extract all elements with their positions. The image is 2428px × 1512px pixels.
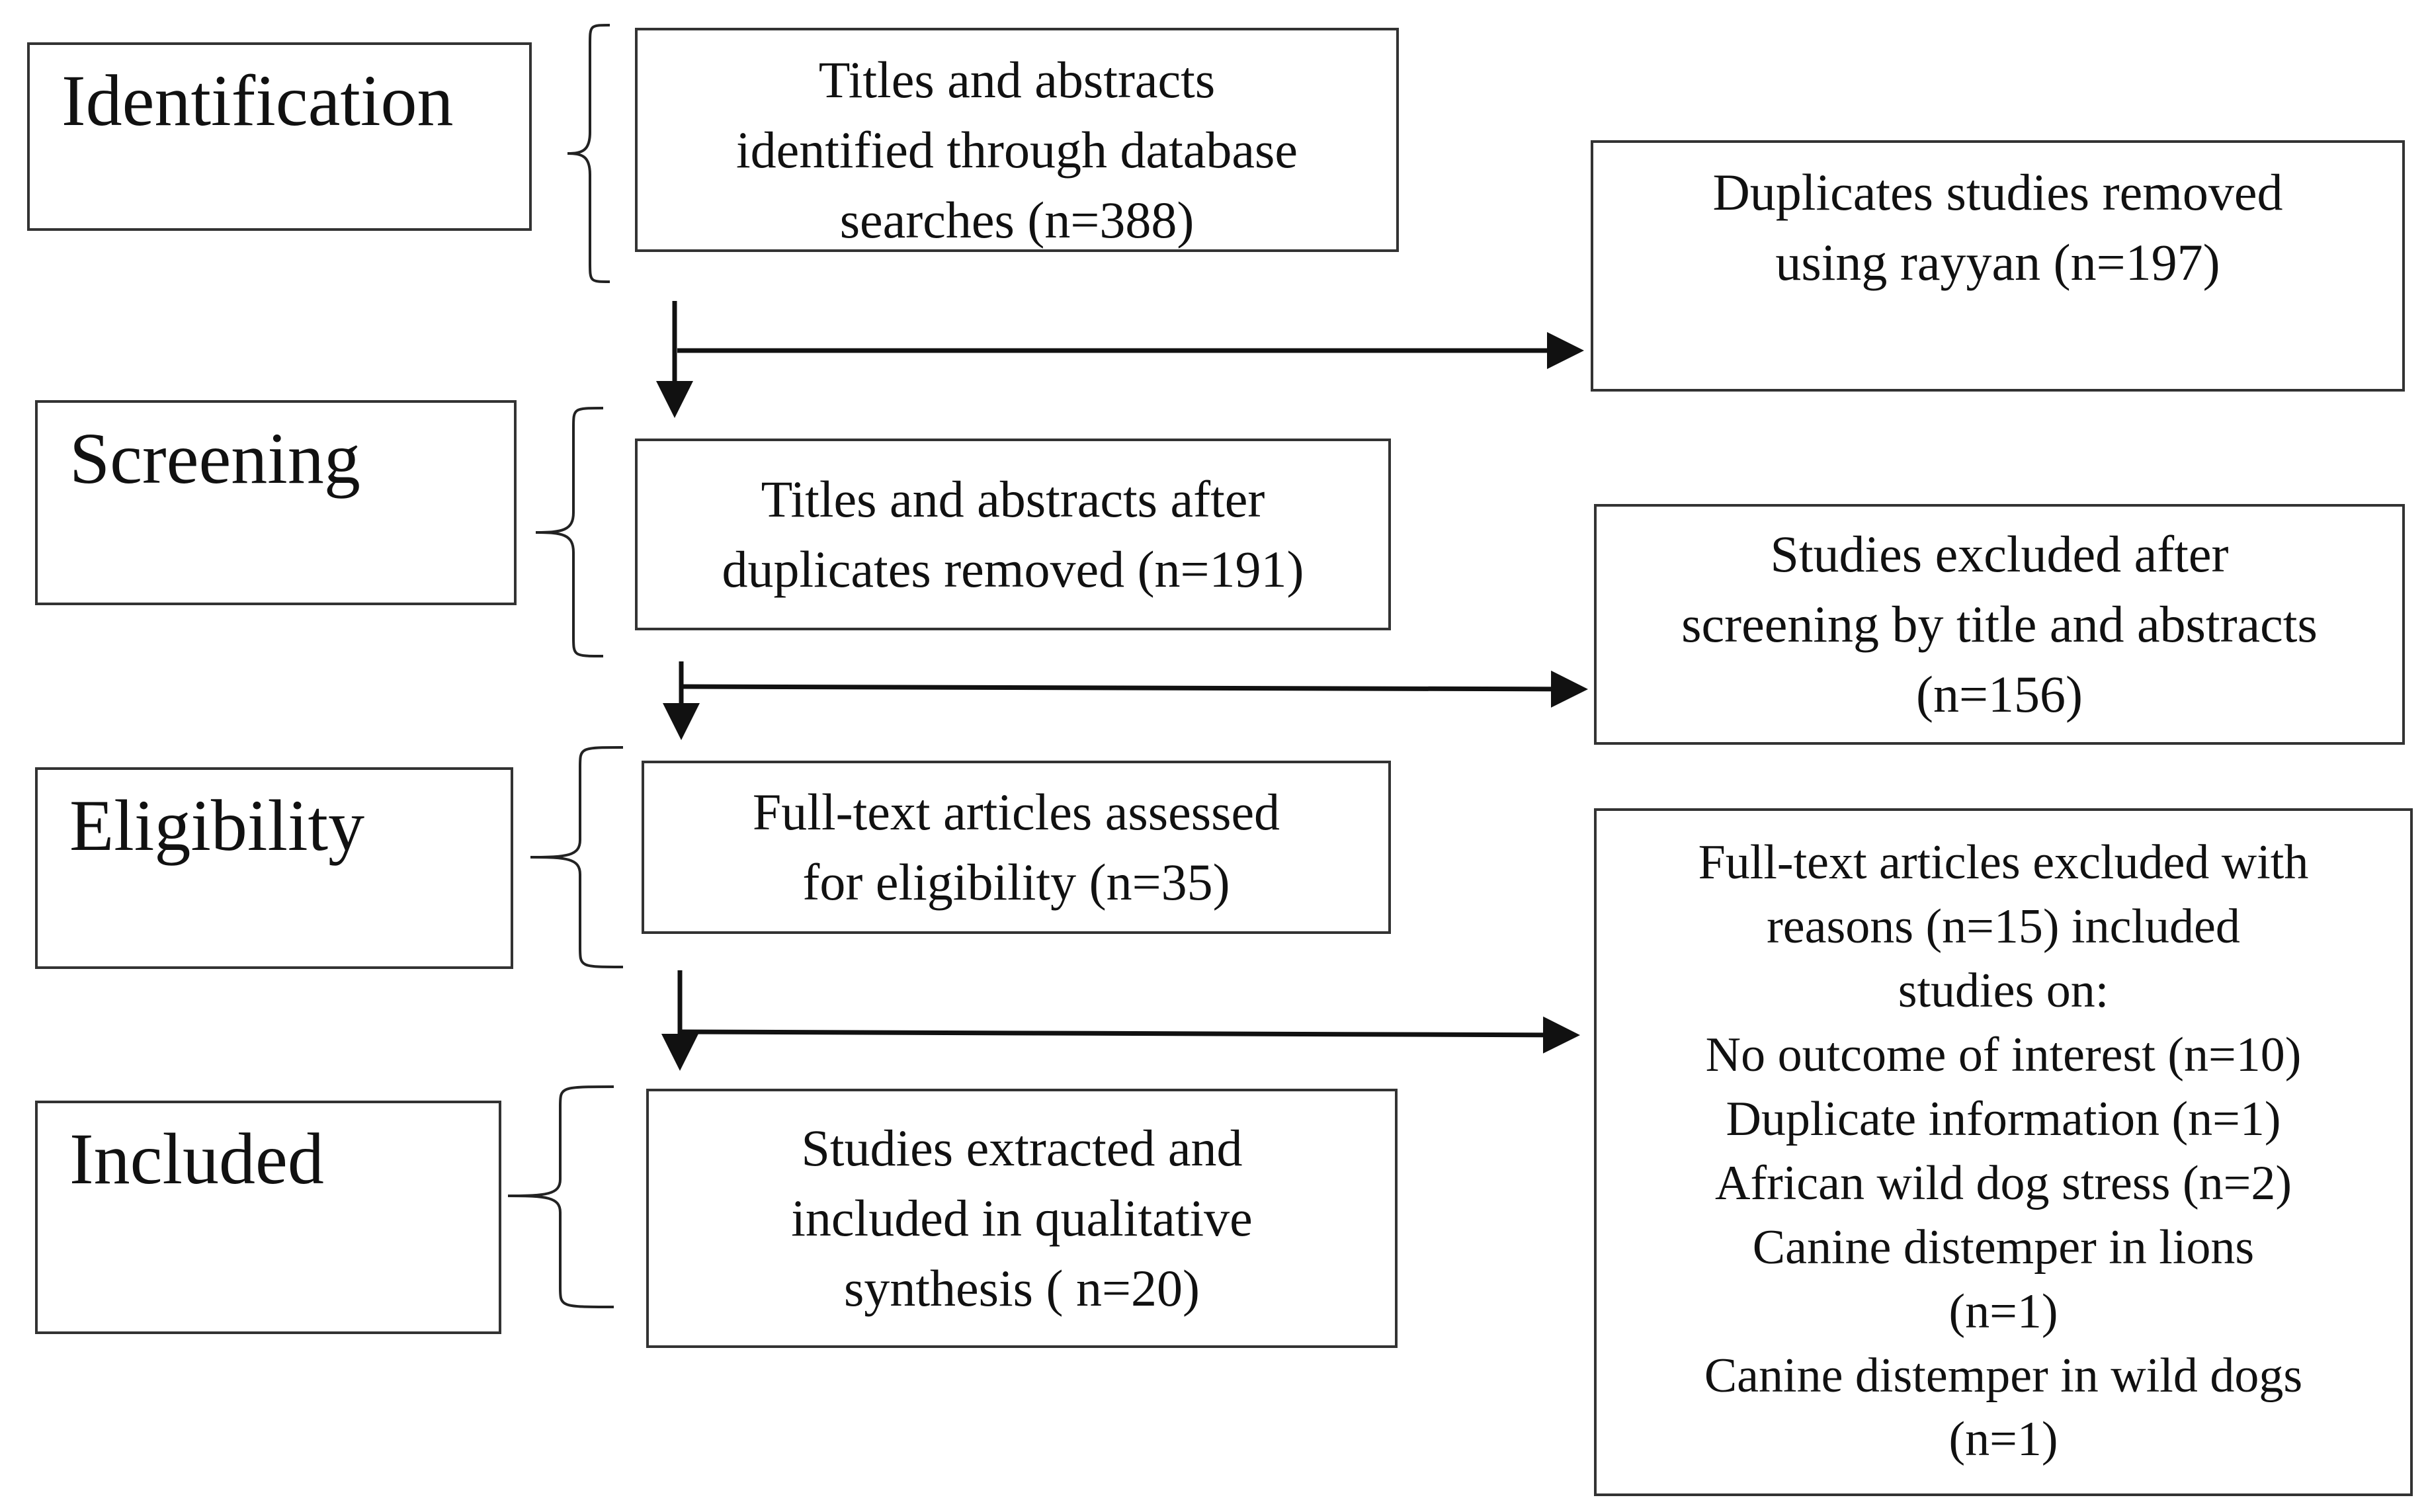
included-brace <box>507 1085 614 1308</box>
after-duplicates-box: Titles and abstracts after duplicates re… <box>635 439 1391 630</box>
full-text-excluded-box: Full-text articles excluded with reasons… <box>1594 808 2413 1496</box>
full-text-assessed-box: Full-text articles assessed for eligibil… <box>642 761 1391 934</box>
stage-screening-box: Screening <box>35 400 517 605</box>
duplicates-removed-text: Duplicates studies removed using rayyan … <box>1712 163 2283 292</box>
identified-records-box: Titles and abstracts identified through … <box>635 28 1399 252</box>
stage-identification-box: Identification <box>27 42 532 231</box>
arrow-right-to-screened-out <box>681 670 1588 708</box>
stage-identification-label: Identification <box>62 60 454 141</box>
stage-eligibility-label: Eligibility <box>69 785 365 866</box>
included-synthesis-box: Studies extracted and included in qualit… <box>646 1089 1398 1348</box>
screened-out-box: Studies excluded after screening by titl… <box>1594 504 2405 745</box>
stage-included-label: Included <box>69 1118 324 1199</box>
arrow-right-to-full-text-excluded <box>681 1016 1580 1054</box>
duplicates-removed-box: Duplicates studies removed using rayyan … <box>1591 140 2405 392</box>
stage-eligibility-box: Eligibility <box>35 767 513 969</box>
identified-records-text: Titles and abstracts identified through … <box>735 51 1298 249</box>
screened-out-text: Studies excluded after screening by titl… <box>1681 525 2318 724</box>
included-synthesis-text: Studies extracted and included in qualit… <box>791 1118 1253 1318</box>
full-text-excluded-text: Full-text articles excluded with reasons… <box>1698 835 2309 1467</box>
after-duplicates-text: Titles and abstracts after duplicates re… <box>722 470 1304 598</box>
stage-included-box: Included <box>35 1101 501 1334</box>
screening-brace <box>535 407 604 657</box>
identification-brace <box>567 24 610 283</box>
full-text-assessed-text: Full-text articles assessed for eligibil… <box>752 782 1280 911</box>
stage-screening-label: Screening <box>69 418 360 499</box>
eligibility-brace <box>530 746 624 968</box>
